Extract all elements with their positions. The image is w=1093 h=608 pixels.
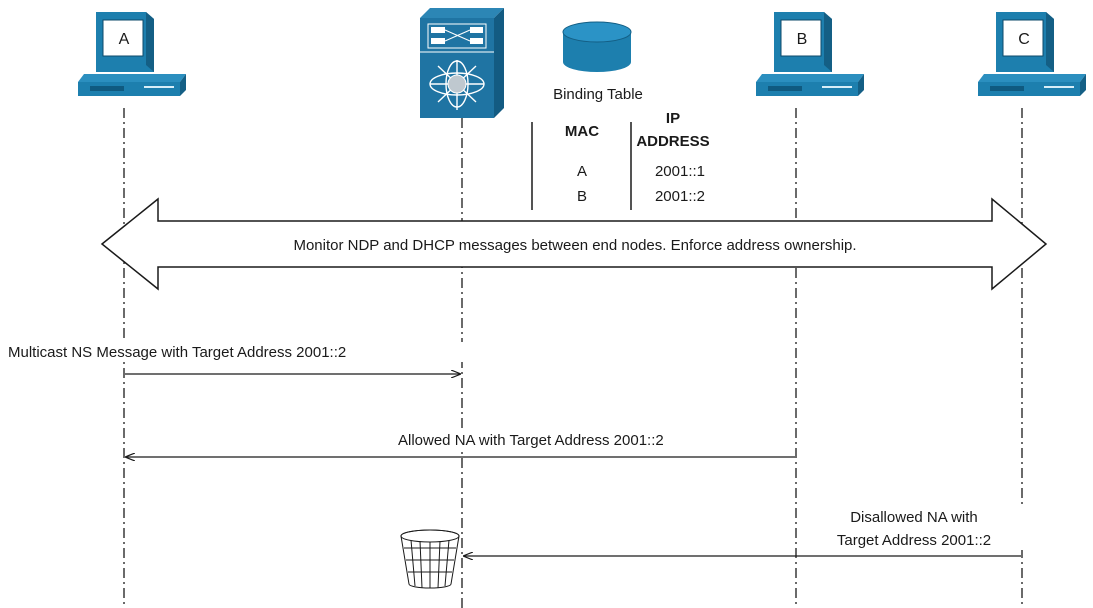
node-a-label: A [119,31,130,48]
column-header-mac: MAC [565,123,599,140]
ns-message-label: Multicast NS Message with Target Address… [8,344,346,361]
binding-table: MAC IP ADDRESS A 2001::1 B 2001::2 [531,110,710,210]
table-row-2-mac: B [577,188,587,205]
disallowed-na-label-line2: Target Address 2001::2 [837,532,991,549]
message-ns: Multicast NS Message with Target Address… [4,342,466,374]
column-header-ip-line1: IP [666,110,680,127]
switch-icon [420,8,504,118]
message-allowed-na: Allowed NA with Target Address 2001::2 [126,430,795,457]
monitor-banner-arrow: Monitor NDP and DHCP messages between en… [100,197,1048,291]
database-icon [562,21,632,72]
table-row-1-mac: A [577,163,587,180]
message-disallowed-na: Disallowed NA with Target Address 2001::… [464,508,1024,556]
computer-a-icon: A [77,11,187,97]
node-b-label: B [797,31,808,48]
computer-b-icon: B [755,11,865,97]
disallowed-na-label-line1: Disallowed NA with [850,509,978,526]
computer-c-icon: C [977,11,1087,97]
allowed-na-label: Allowed NA with Target Address 2001::2 [398,432,664,449]
trash-bin-icon [400,529,460,589]
node-c-label: C [1018,31,1030,48]
binding-table-title: Binding Table [553,86,643,103]
banner-text: Monitor NDP and DHCP messages between en… [293,237,856,254]
table-row-2-ip: 2001::2 [655,188,705,205]
table-row-1-ip: 2001::1 [655,163,705,180]
column-header-ip-line2: ADDRESS [636,133,709,150]
